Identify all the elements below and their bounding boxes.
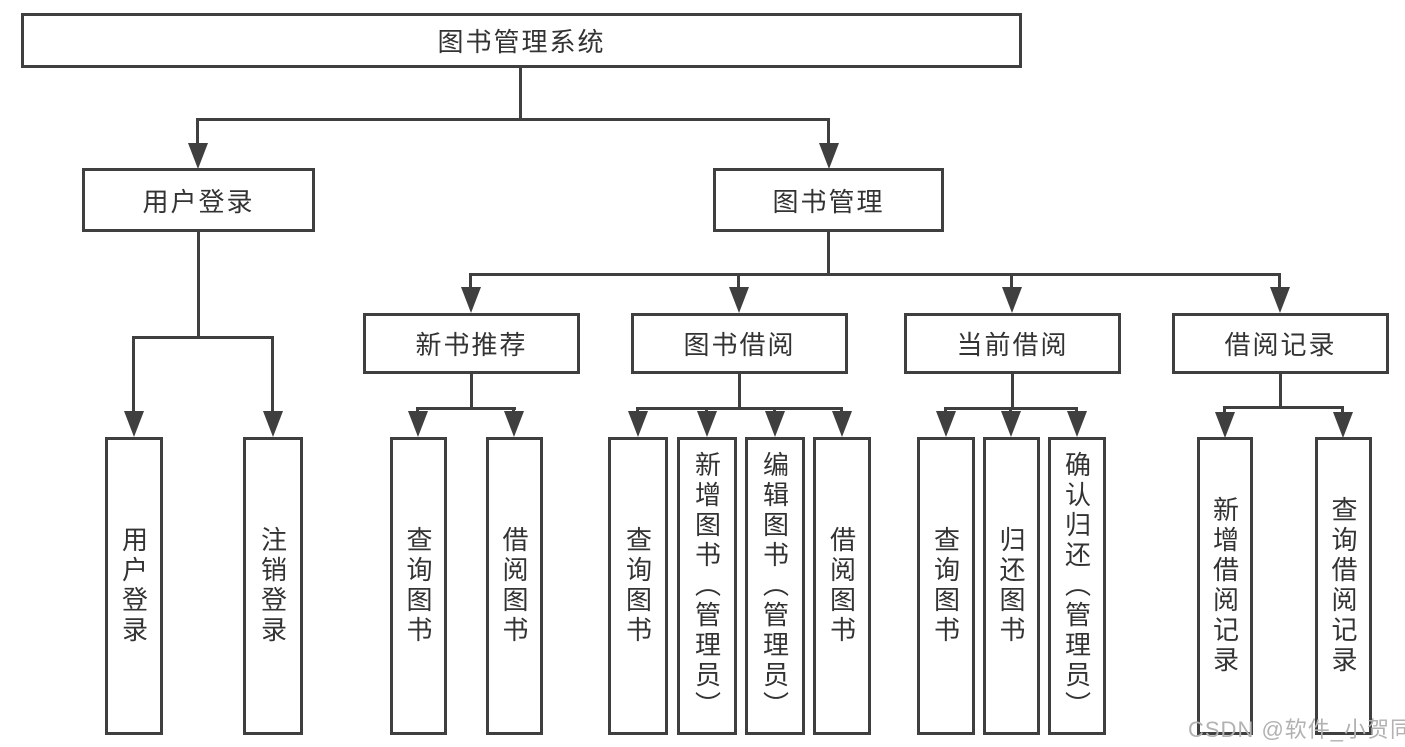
arrow-down-icon — [263, 336, 283, 437]
arrow-down-icon — [1333, 406, 1353, 438]
node-library-management-system: 图书管理系统 — [21, 13, 1022, 68]
arrow-down-icon — [832, 407, 852, 437]
leaf-logout: 注销登录 — [243, 437, 303, 735]
connector-line — [1011, 373, 1014, 407]
node-book-borrowing: 图书借阅 — [631, 313, 848, 374]
arrow-down-icon — [1002, 273, 1022, 313]
connector-line — [197, 232, 200, 336]
arrow-down-icon — [1001, 407, 1021, 437]
node-user-login: 用户登录 — [82, 168, 315, 232]
connector-line — [1225, 406, 1344, 409]
connector-line — [738, 373, 741, 407]
connector-line — [470, 373, 473, 407]
node-book-management: 图书管理 — [713, 168, 944, 232]
arrow-down-icon — [628, 407, 648, 437]
arrow-down-icon — [936, 407, 956, 437]
leaf-records-query-record: 查询借阅记录 — [1315, 437, 1372, 735]
node-new-book-recommendation: 新书推荐 — [363, 313, 580, 374]
arrow-down-icon — [765, 407, 785, 437]
leaf-current-query-books: 查询图书 — [917, 437, 975, 735]
leaf-current-return-books: 归还图书 — [983, 437, 1040, 735]
leaf-borrow-add-books-admin: 新增图书（管理员） — [677, 437, 737, 735]
arrow-down-icon — [729, 273, 749, 313]
arrow-down-icon — [504, 407, 524, 437]
connector-line — [827, 232, 830, 273]
arrow-down-icon — [1270, 273, 1290, 313]
leaf-newbook-borrow-books: 借阅图书 — [486, 437, 543, 735]
leaf-user-login: 用户登录 — [105, 437, 163, 735]
arrow-down-icon — [1067, 407, 1087, 437]
connector-line — [471, 273, 1281, 276]
arrow-down-icon — [408, 407, 428, 437]
connector-line — [197, 118, 830, 121]
arrow-down-icon — [697, 407, 717, 437]
connector-line — [418, 407, 516, 410]
leaf-borrow-edit-books-admin: 编辑图书（管理员） — [745, 437, 805, 735]
connector-line — [638, 407, 843, 410]
connector-line — [1279, 373, 1282, 406]
arrow-down-icon — [124, 336, 144, 437]
leaf-newbook-query-books: 查询图书 — [390, 437, 447, 735]
connector-line — [946, 407, 1078, 410]
arrow-down-icon — [1215, 406, 1235, 438]
leaf-borrow-query-books: 查询图书 — [608, 437, 668, 735]
node-borrowing-records: 借阅记录 — [1172, 313, 1389, 374]
arrow-down-icon — [819, 118, 839, 169]
connector-line — [134, 336, 274, 339]
arrow-down-icon — [188, 118, 208, 169]
leaf-current-confirm-return-admin: 确认归还（管理员） — [1048, 437, 1106, 735]
leaf-records-add-record: 新增借阅记录 — [1197, 437, 1253, 735]
leaf-borrow-borrow-books: 借阅图书 — [813, 437, 871, 735]
connector-line — [519, 67, 522, 118]
arrow-down-icon — [461, 273, 481, 313]
node-current-borrowing: 当前借阅 — [904, 313, 1121, 374]
csdn-watermark: CSDN @软件_小贺同学 — [1188, 717, 1405, 742]
